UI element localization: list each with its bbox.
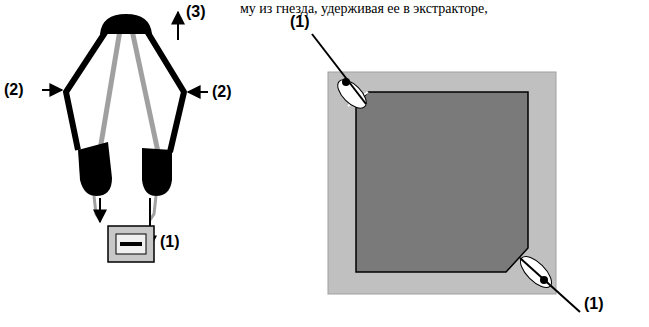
arrow <box>177 12 179 40</box>
chip-small <box>108 226 154 262</box>
callout-number: (1) <box>290 14 310 30</box>
callout-number: (2) <box>212 84 232 100</box>
arrow <box>42 89 62 91</box>
chip-enlarged <box>312 34 580 312</box>
callout-number: (1) <box>584 296 604 312</box>
note-text: му из гнезда, удерживая ее в экстракторе… <box>240 2 488 16</box>
callout-number: (2) <box>4 82 24 98</box>
callout-number: (3) <box>186 4 206 20</box>
callout-number: (1) <box>160 234 180 250</box>
extractor-tool <box>66 14 184 248</box>
arrow <box>188 91 208 93</box>
